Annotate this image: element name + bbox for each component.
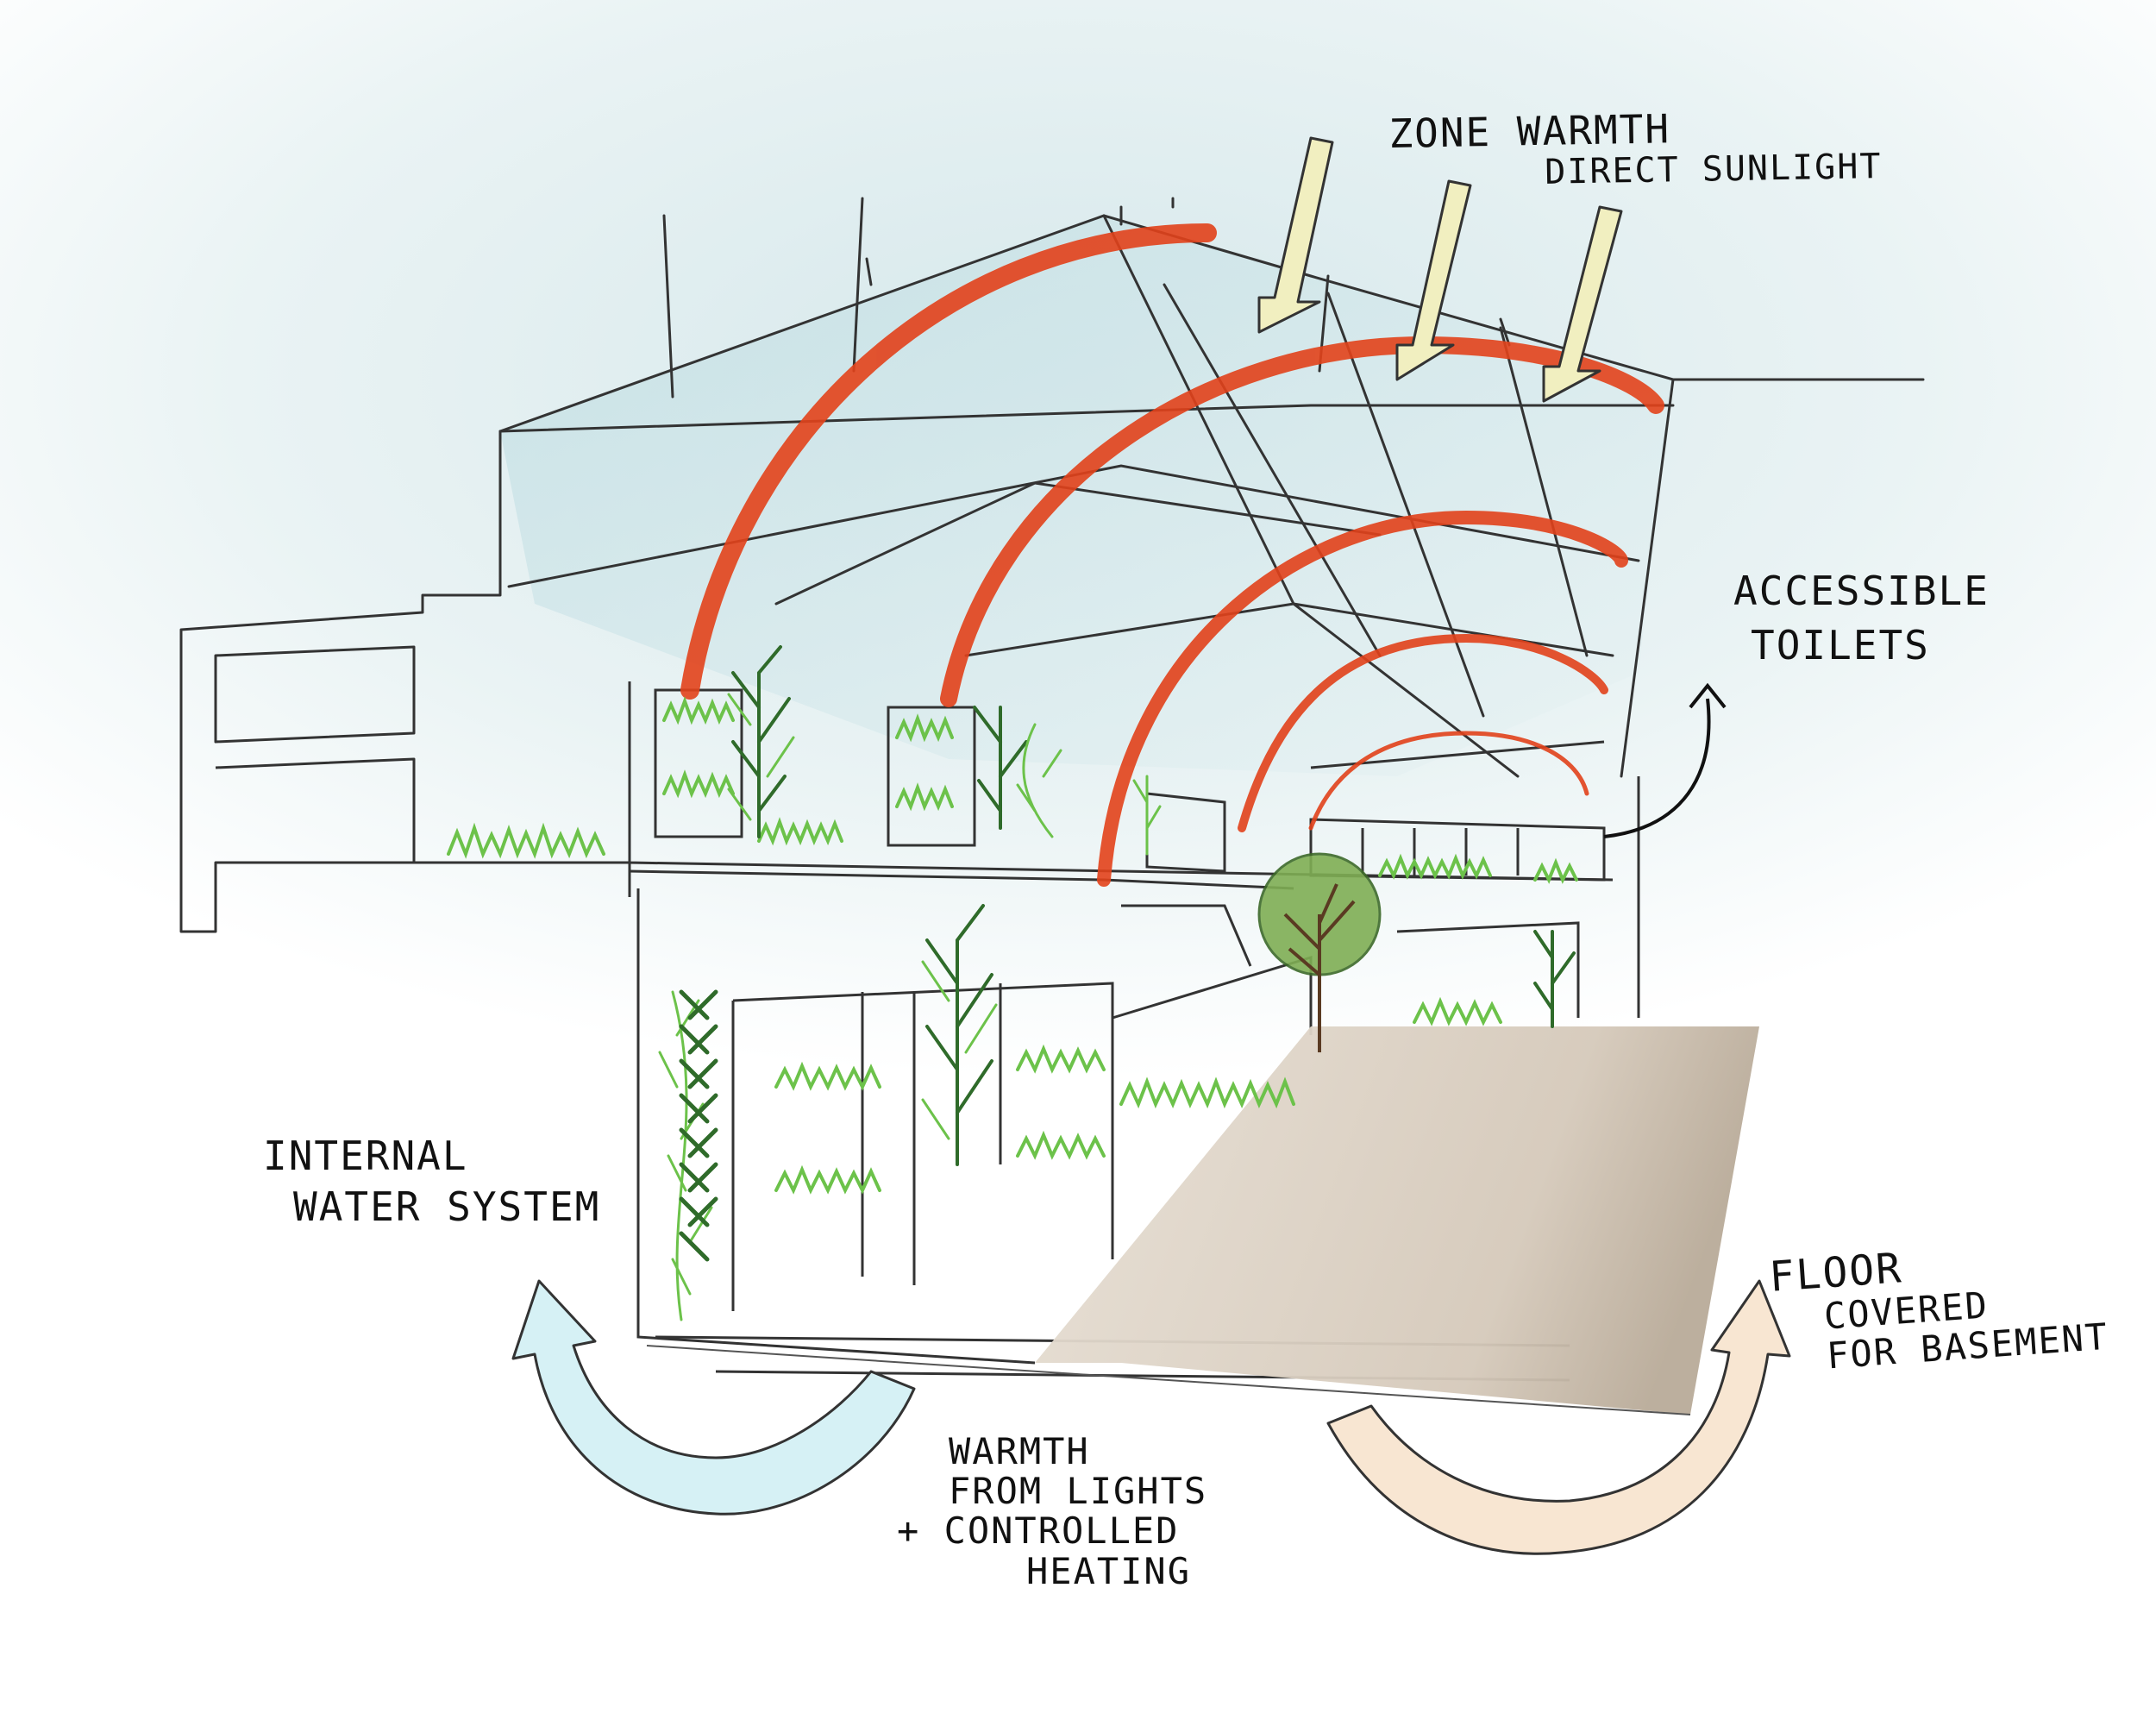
internal-water-line2: WATER SYSTEM	[293, 1183, 601, 1230]
water-system-arrow	[511, 1279, 916, 1516]
warmth-lights-line2: FROM LIGHTS	[949, 1470, 1208, 1513]
tree-branches	[1283, 883, 1356, 1052]
sunlight-arrows	[1257, 136, 1623, 403]
floor-plane	[1035, 1026, 1759, 1415]
accessible-toilets-line1: ACCESSIBLE	[1733, 568, 1990, 614]
floor-covered-note: FLOOR COVERED FOR BASEMENT	[1768, 1232, 2110, 1380]
sun-arrow-3	[1542, 205, 1623, 403]
internal-water-note: INTERNAL WATER SYSTEM	[263, 1134, 600, 1228]
zone-warmth-line2: DIRECT SUNLIGHT	[1544, 146, 1883, 192]
arch-1	[680, 223, 1217, 700]
arch-3	[1097, 510, 1628, 887]
arch-4	[1238, 633, 1608, 832]
warmth-lights-line4: HEATING	[1026, 1549, 1192, 1592]
left-building	[179, 593, 631, 933]
toilets-arrowhead	[1689, 682, 1727, 709]
glass-roof	[500, 216, 1673, 776]
floor-arrow	[1326, 1279, 1791, 1555]
grass-strips	[447, 696, 1578, 1195]
tree	[1257, 852, 1382, 1052]
arch-5	[1308, 731, 1589, 831]
sun-arrow-1	[1257, 136, 1334, 334]
warmth-lights-line1: WARMTH	[949, 1430, 1090, 1472]
accessible-toilets-line2: TOILETS	[1751, 621, 1930, 668]
floor-edge	[646, 1345, 1691, 1415]
green-wall	[679, 989, 718, 1262]
zone-warmth-note: ZONE WARMTH DIRECT SUNLIGHT	[1388, 104, 1883, 194]
sun-arrow-2	[1395, 179, 1472, 381]
tall-plants	[731, 645, 1576, 1166]
plants	[447, 645, 1578, 1321]
warmth-lights-note: WARMTH FROM LIGHTS + CONTROLLED HEATING	[897, 1430, 1208, 1592]
warmth-lights-line3: + CONTROLLED	[897, 1509, 1180, 1553]
tall-plants-light	[658, 693, 1162, 1321]
internal-water-line1: INTERNAL	[263, 1133, 468, 1179]
toilets-arrow	[1603, 698, 1711, 838]
accessible-toilets-note: ACCESSIBLE TOILETS	[1733, 569, 1990, 667]
